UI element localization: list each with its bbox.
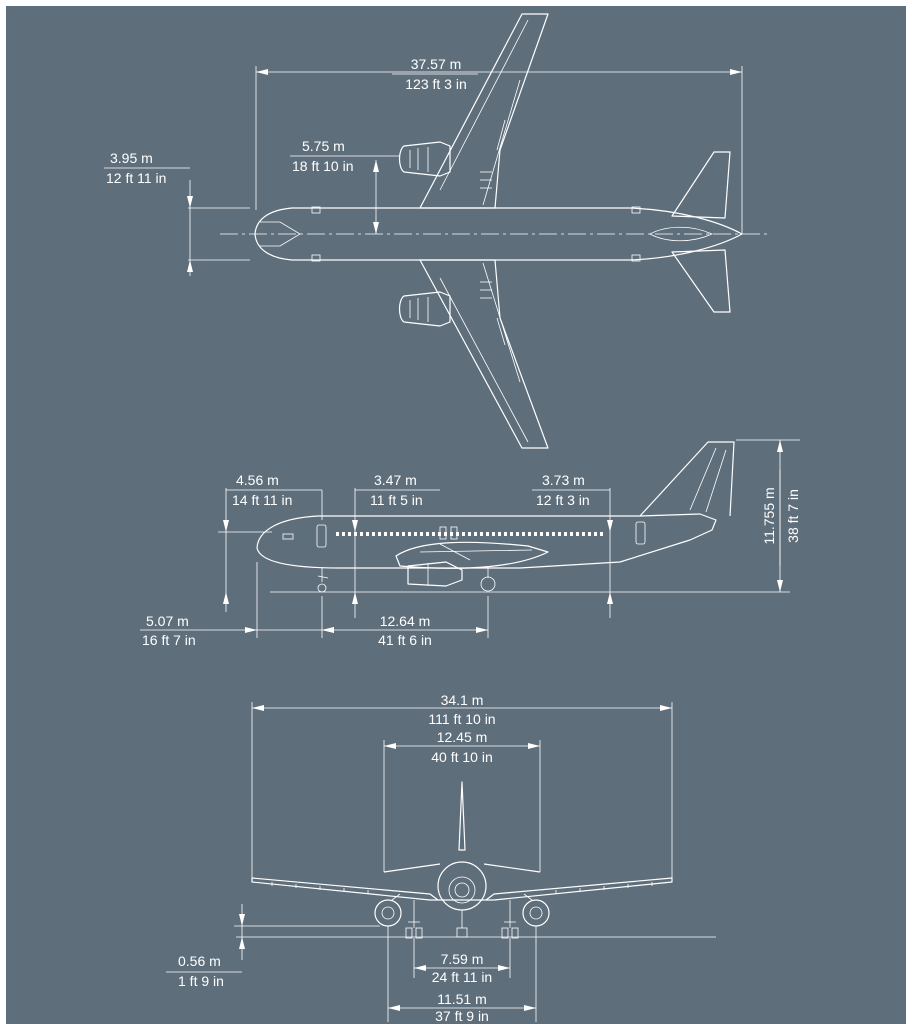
three-view-svg: 37.57 m 123 ft 3 in 3.95 m 12 ft 11 in 5…	[104, 13, 801, 1024]
side-wheelbase-metric: 12.64 m	[380, 613, 431, 629]
front-engine-spacing-imperial: 37 ft 9 in	[435, 1008, 489, 1024]
top-wing-lower	[419, 259, 549, 449]
side-wing	[395, 541, 549, 569]
side-door-aft-imperial: 12 ft 3 in	[536, 492, 590, 508]
side-engine	[407, 561, 463, 587]
side-fuselage	[256, 513, 717, 569]
front-engine-left	[374, 893, 402, 927]
front-track-imperial: 24 ft 11 in	[432, 969, 492, 985]
front-clearance-imperial: 1 ft 9 in	[178, 973, 224, 989]
top-engine-upper	[398, 141, 451, 177]
front-view: 34.1 m 111 ft 10 in 12.45 m 40 ft 10 in …	[166, 692, 716, 1024]
front-clearance-metric: 0.56 m	[178, 953, 221, 969]
side-view: 4.56 m 14 ft 11 in 3.47 m 11 ft 5 in 3.7…	[140, 439, 801, 648]
front-engine-spacing-metric: 11.51 m	[437, 991, 487, 1007]
aircraft-dimension-drawing: 37.57 m 123 ft 3 in 3.95 m 12 ft 11 in 5…	[6, 6, 906, 1024]
side-nose-gear-imperial: 16 ft 7 in	[142, 632, 196, 648]
side-fin	[639, 441, 735, 517]
top-engine-lower	[398, 291, 451, 327]
side-door-fwd-metric: 3.47 m	[374, 472, 417, 488]
top-tail-lower	[671, 249, 731, 313]
top-wing-upper	[419, 13, 549, 209]
front-tailplane	[383, 863, 541, 873]
top-engine-metric: 5.75 m	[302, 138, 345, 154]
top-view: 37.57 m 123 ft 3 in 3.95 m 12 ft 11 in 5…	[104, 13, 770, 449]
side-nose-gear	[317, 568, 329, 582]
front-engine-right	[522, 893, 550, 927]
side-wheelbase-imperial: 41 ft 6 in	[378, 632, 432, 648]
side-nose-door-metric: 4.56 m	[236, 472, 279, 488]
front-span-imperial: 111 ft 10 in	[428, 711, 495, 727]
top-wingspan-imperial: 123 ft 3 in	[405, 76, 467, 92]
front-track-metric: 7.59 m	[441, 951, 484, 967]
front-tail-imperial: 40 ft 10 in	[431, 749, 493, 765]
front-main-gear-right	[504, 900, 516, 928]
side-height-metric: 11.755 m	[761, 487, 777, 544]
side-height-imperial: 38 ft 7 in	[785, 489, 801, 543]
front-span-metric: 34.1 m	[441, 692, 484, 708]
top-engine-imperial: 18 ft 10 in	[292, 158, 354, 174]
top-tail-upper	[671, 151, 731, 219]
front-tail-metric: 12.45 m	[437, 729, 488, 745]
top-width-imperial: 12 ft 11 in	[106, 170, 166, 186]
top-wingspan-metric: 37.57 m	[411, 56, 462, 72]
side-door-fwd-imperial: 11 ft 5 in	[370, 492, 423, 508]
front-fin	[458, 781, 466, 851]
top-width-metric: 3.95 m	[110, 150, 153, 166]
side-nose-gear-metric: 5.07 m	[146, 613, 189, 629]
side-door-aft-metric: 3.73 m	[542, 472, 585, 488]
front-wing-fairings	[271, 882, 653, 894]
side-nose-door-imperial: 14 ft 11 in	[232, 492, 292, 508]
front-main-gear-left	[408, 900, 420, 928]
